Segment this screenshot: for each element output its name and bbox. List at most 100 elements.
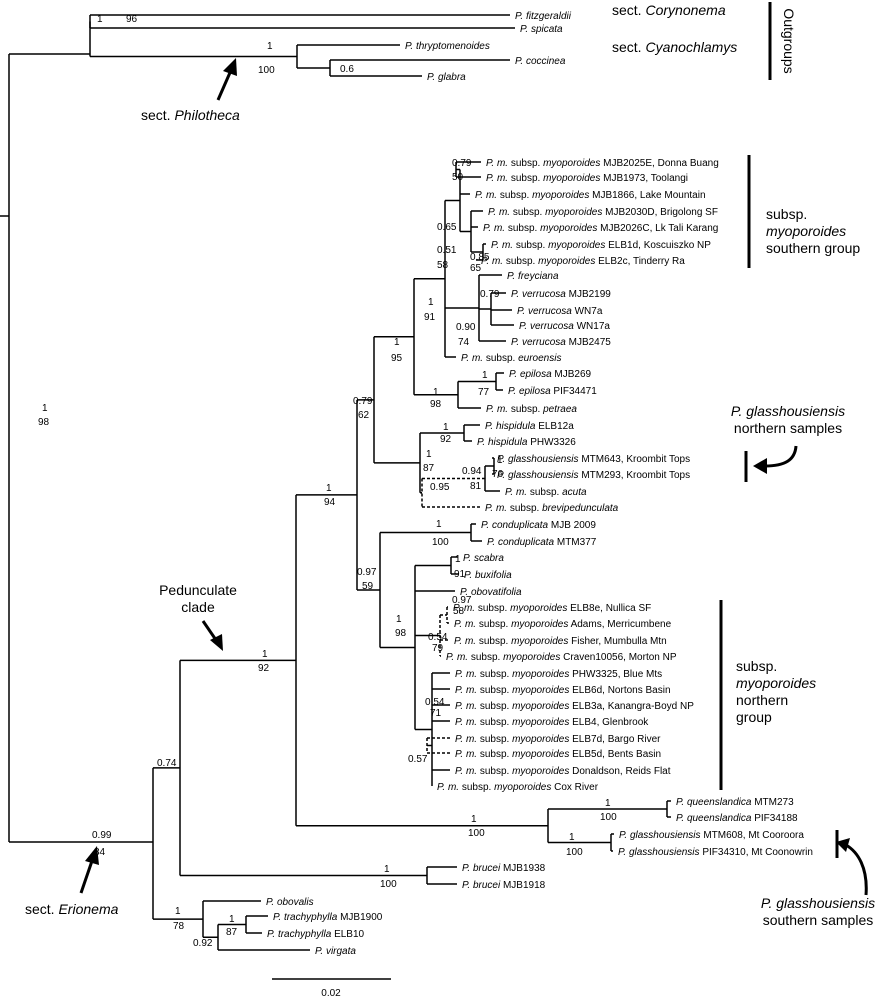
support-s-ep-bs: 98	[430, 399, 442, 410]
label-sect-erionema: sect. Erionema	[25, 901, 119, 917]
support-s-g2-pp: 0.94	[462, 466, 482, 477]
tip-label-c1: P. conduplicata MJB 2009	[481, 520, 596, 531]
support-s-ep-pp: 1	[433, 387, 439, 398]
support-s-b2-bs: 98	[38, 417, 50, 428]
tip-label-m7: P. m. subsp. myoporoides ELB2c, Tinderry…	[481, 256, 685, 267]
support-s-r-pp: 0.79	[353, 396, 373, 407]
support-s-z-bs: 74	[458, 337, 470, 348]
label-clade: clade	[181, 599, 215, 615]
tip-label-n10: P. m. subsp. myoporoides ELB5d, Bents Ba…	[455, 749, 661, 760]
support-s-nb-bs: 79	[432, 643, 444, 654]
tip-label-q1: P. queenslandica MTM273	[676, 797, 794, 808]
support-s-vv-pp: 0.79	[480, 289, 500, 300]
support-s-x-pp: 0.65	[437, 222, 457, 233]
tip-label-n9: P. m. subsp. myoporoides ELB7d, Bargo Ri…	[455, 734, 661, 745]
support-s-b3-pp: 1	[267, 41, 273, 52]
arrow-icon	[836, 838, 868, 896]
support-s-b2-pp: 1	[42, 403, 48, 414]
tip-label-n2: P. m. subsp. myoporoides Adams, Merricum…	[454, 619, 672, 630]
support-s-nc-bs: 71	[430, 708, 442, 719]
tip-label-m3: P. m. subsp. myoporoides MJB1866, Lake M…	[475, 190, 706, 201]
label-glasshousiensis-south-2: southern samples	[763, 912, 874, 928]
support-s-root-pp: 0.99	[92, 830, 112, 841]
tip-label-obov: P. obovatifolia	[460, 587, 522, 598]
tip-label-g2: P. glasshousiensis MTM293, Kroombit Tops	[497, 470, 690, 481]
tip-label-thry: P. thryptomenoides	[405, 41, 490, 52]
support-s-qq-pp: 1	[471, 814, 477, 825]
label-northern-2: myoporoides	[736, 675, 816, 691]
support-s-nc-pp: 0.54	[425, 697, 445, 708]
arrow-icon	[201, 620, 223, 651]
support-s-gs-pp: 1	[569, 832, 575, 843]
support-s-w-bs: 50	[452, 172, 464, 183]
support-s-nb-pp: 0.54	[428, 632, 448, 643]
tip-label-gs1: P. glasshousiensis MTM608, Mt Cooroora	[619, 830, 804, 841]
label-southern-2: myoporoides	[766, 223, 846, 239]
support-s-hh-pp: 1	[443, 422, 449, 433]
support-s-na-bs: 58	[453, 606, 465, 617]
label-northern-3: northern	[736, 692, 788, 708]
support-s-qa-bs: 100	[600, 812, 617, 823]
support-s-root-bs: 84	[94, 847, 106, 858]
tip-label-n12: P. m. subsp. myoporoides Cox River	[437, 782, 599, 793]
label-sect-corynonema: sect. Corynonema	[612, 2, 726, 18]
support-s-na-pp: 0.97	[452, 595, 472, 606]
support-s-sb-pp: 1	[455, 554, 461, 565]
arrow-icon	[79, 846, 99, 894]
support-s-y-bs: 65	[470, 263, 482, 274]
support-s-ep2-bs: 77	[478, 387, 490, 398]
tip-label-fitz: P. fitzgeraldii	[515, 11, 572, 22]
tip-label-obvl: P. obovalis	[266, 897, 314, 908]
label-glasshousiensis-north-2: northern samples	[734, 420, 842, 436]
tip-label-t1: P. trachyphylla MJB1900	[273, 912, 383, 923]
support-s-b1-bs: 96	[126, 14, 138, 25]
support-s-h-pp: 1	[426, 449, 432, 460]
support-s-b4-pp: 0.6	[340, 64, 354, 75]
support-s-n-bs: 98	[395, 628, 407, 639]
support-s-t-pp: 1	[394, 337, 400, 348]
tip-label-n6: P. m. subsp. myoporoides ELB6d, Nortons …	[455, 685, 671, 696]
support-s-t-bs: 95	[391, 353, 403, 364]
support-s-b3-bs: 100	[258, 65, 275, 76]
support-s-sb-bs: 91	[454, 569, 466, 580]
support-s-s-bs: 59	[362, 581, 374, 592]
support-s-tr3-bs: 87	[226, 927, 238, 938]
support-s-g3-bs: 76	[492, 469, 504, 480]
group-annotations	[79, 2, 868, 980]
support-s-b1-pp: 1	[97, 14, 103, 25]
support-s-g3-pp: 1	[497, 455, 503, 466]
support-s-tr-pp: 1	[175, 906, 181, 917]
tip-label-q2: P. queenslandica PIF34188	[676, 813, 798, 824]
label-southern-1: subsp.	[766, 206, 807, 222]
tip-label-br1: P. brucei MJB1938	[462, 863, 546, 874]
tip-label-m5: P. m. subsp. myoporoides MJB2026C, Lk Ta…	[483, 223, 718, 234]
support-s-hh-bs: 92	[440, 434, 452, 445]
tip-label-v3: P. verrucosa WN17a	[519, 321, 610, 332]
support-s-br-pp: 1	[384, 864, 390, 875]
scale-bar-label: 0.02	[321, 988, 341, 999]
tip-label-n7: P. m. subsp. myoporoides ELB3a, Kanangra…	[455, 701, 694, 712]
support-s-tr2-pp: 0.92	[193, 938, 213, 949]
tip-label-c2: P. conduplicata MTM377	[487, 537, 597, 548]
support-s-ep2-pp: 1	[482, 370, 488, 381]
support-s-qq-bs: 100	[468, 828, 485, 839]
support-s-p-pp: 1	[262, 649, 268, 660]
tip-label-scab: P. scabra	[463, 553, 504, 564]
tip-label-m2: P. m. subsp. myoporoides MJB1973, Toolan…	[486, 173, 688, 184]
support-s-c-pp: 1	[436, 519, 442, 530]
tip-label-h2: P. hispidula PHW3326	[477, 437, 576, 448]
arrow-icon	[753, 445, 798, 474]
support-s-g-pp: 0.95	[430, 482, 450, 493]
tip-label-euro: P. m. subsp. euroensis	[461, 353, 561, 364]
tip-label-buxi: P. buxifolia	[464, 570, 512, 581]
tip-label-t2: P. trachyphylla ELB10	[267, 929, 365, 940]
label-glasshousiensis-north-1: P. glasshousiensis	[731, 403, 845, 419]
support-s-z-pp: 0.90	[456, 322, 476, 333]
tree-branches	[0, 14, 671, 951]
support-s-v-pp: 0.51	[437, 245, 457, 256]
support-s-tr3-pp: 1	[229, 914, 235, 925]
tip-label-n1: P. m. subsp. myoporoides ELB8e, Nullica …	[453, 603, 651, 614]
support-s-h-bs: 87	[423, 463, 435, 474]
